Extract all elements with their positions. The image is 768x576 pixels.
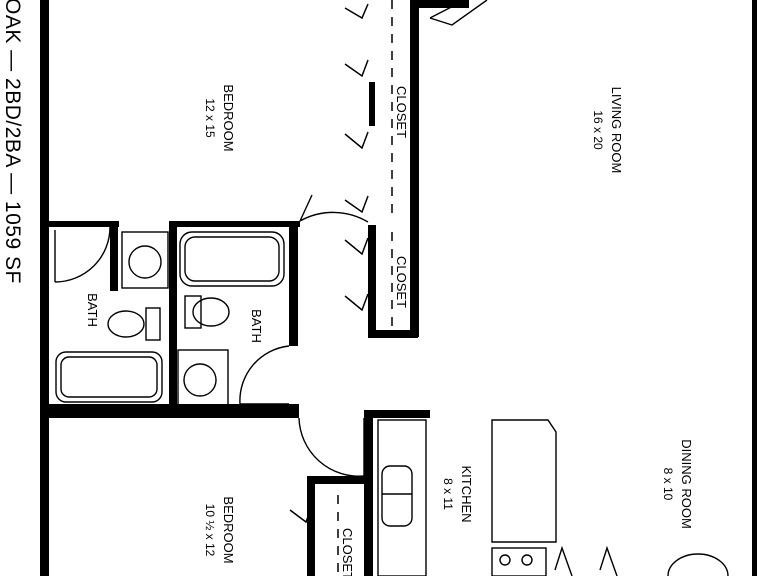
closet-label-1: CLOSET — [394, 86, 409, 138]
living-room-name: LIVING ROOM — [609, 87, 624, 174]
closet-label-2: CLOSET — [394, 256, 409, 308]
kitchen-fixtures — [377, 419, 729, 576]
door-swings — [54, 0, 488, 477]
kitchen-name: KITCHEN — [459, 465, 474, 522]
dining-room-dims: 8 x 10 — [661, 468, 675, 501]
closet-fixtures — [289, 0, 393, 576]
bath-fixtures — [55, 231, 285, 407]
bedroom-1-name: BEDROOM — [221, 84, 236, 151]
bedroom-1-dims: 12 x 15 — [203, 98, 217, 138]
bedroom-2-name: BEDROOM — [221, 496, 236, 563]
bath-2-name: BATH — [249, 309, 264, 343]
closet-label-3: CLOSET — [340, 528, 355, 576]
bath-1-name: BATH — [85, 293, 100, 327]
walls — [40, 0, 757, 576]
room-labels: BEDROOM 12 x 15 LIVING ROOM 16 x 20 BATH… — [85, 84, 694, 576]
dining-room-name: DINING ROOM — [679, 439, 694, 529]
kitchen-dims: 8 x 11 — [441, 478, 455, 510]
bedroom-2-dims: 10 ½ x 12 — [203, 504, 217, 557]
living-room-dims: 16 x 20 — [591, 110, 605, 150]
plan-title: OAK — 2BD/2BA — 1059 SF — [1, 0, 24, 284]
